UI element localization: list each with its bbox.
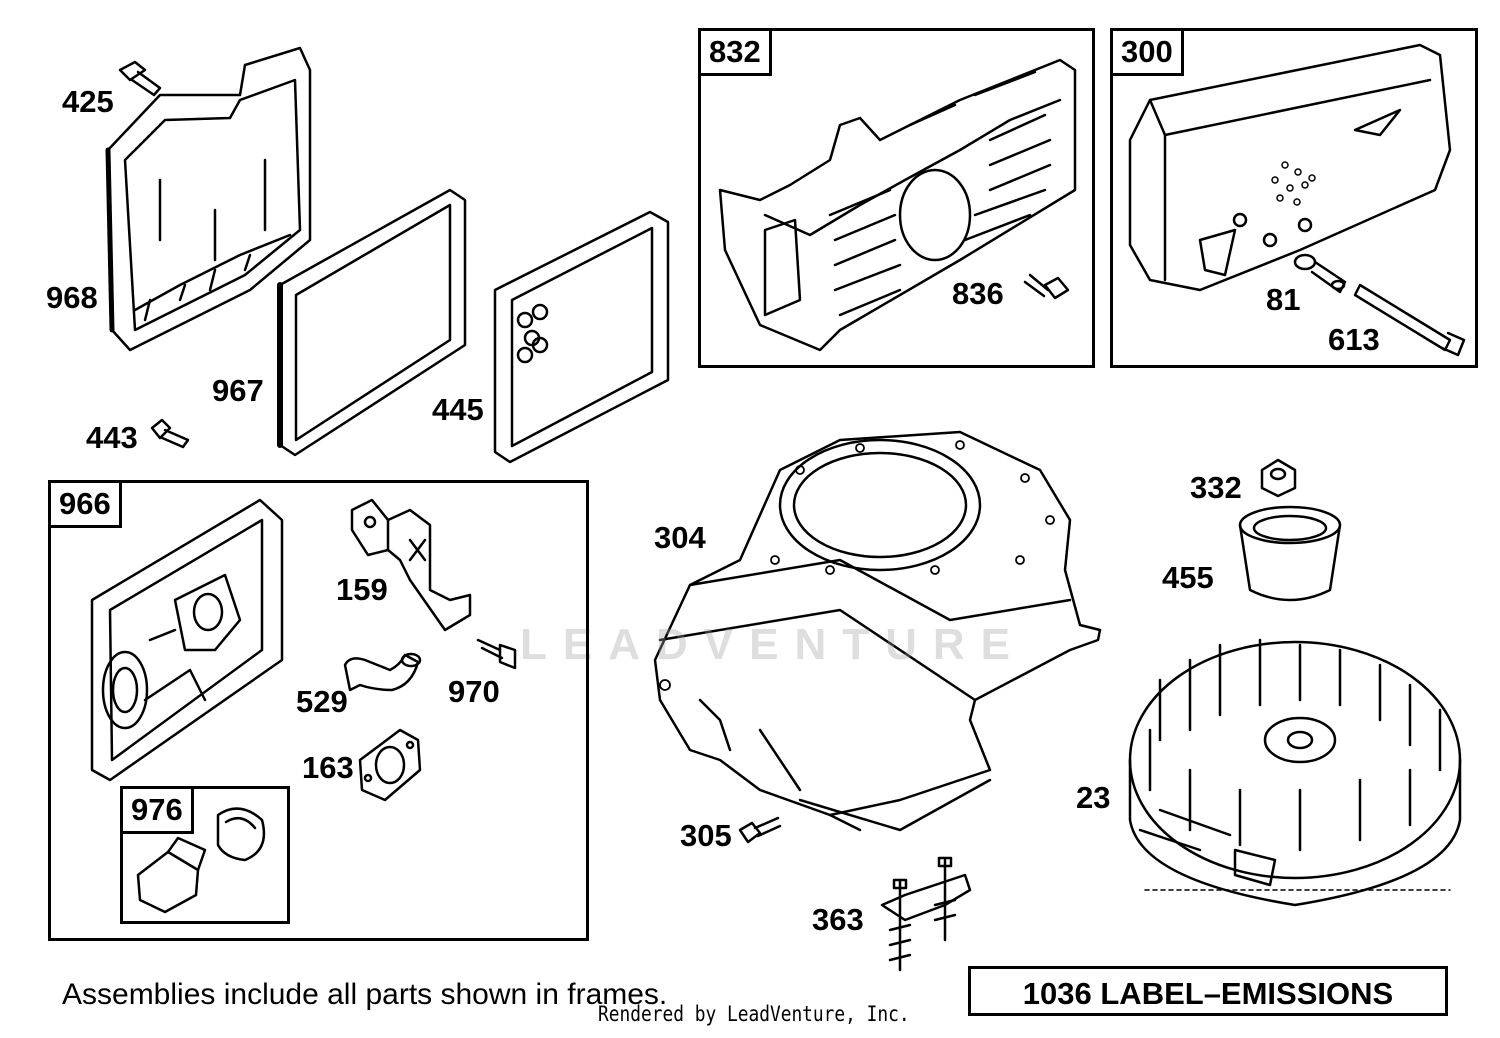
screw-970-drawing	[476, 638, 517, 670]
watermark-text: LEADVENTURE	[520, 620, 1027, 669]
pre-cleaner-445-drawing	[493, 210, 670, 464]
bracket-363-drawing	[880, 856, 972, 972]
frame-tag-976: 976	[120, 786, 194, 834]
carburetor-adapter-966-drawing	[90, 498, 284, 782]
part-number-445: 445	[432, 392, 484, 427]
part-number-970: 970	[448, 674, 500, 709]
frame-300: 300	[1110, 28, 1478, 368]
part-number-305: 305	[680, 818, 732, 853]
screw-836-drawing	[1023, 273, 1070, 300]
elbow-529-drawing	[343, 652, 422, 692]
part-number-163: 163	[302, 750, 354, 785]
frame-832: 832	[698, 28, 1095, 368]
part-number-967: 967	[212, 373, 264, 408]
part-number-529: 529	[296, 684, 348, 719]
frame-tag-966: 966	[48, 480, 122, 528]
air-cleaner-base-968-drawing	[105, 46, 312, 352]
frame-976: 976	[120, 786, 290, 924]
part-number-81: 81	[1266, 282, 1301, 317]
part-number-363: 363	[812, 902, 864, 937]
emissions-label-box: 1036 LABEL–EMISSIONS	[968, 966, 1448, 1016]
gasket-163-drawing	[358, 728, 422, 802]
nut-332-drawing	[1260, 458, 1297, 498]
part-number-304: 304	[654, 520, 706, 555]
part-number-455: 455	[1162, 560, 1214, 595]
part-number-968: 968	[46, 280, 98, 315]
screw-425-drawing	[118, 60, 162, 97]
filter-967-drawing	[277, 188, 467, 457]
bracket-159-drawing	[350, 498, 472, 632]
part-number-332: 332	[1190, 470, 1242, 505]
bolt-613-drawing	[1353, 283, 1466, 357]
part-number-836: 836	[952, 276, 1004, 311]
muffler-guard-832-drawing	[718, 58, 1077, 352]
frame-966: 966	[48, 480, 589, 941]
washer-81-drawing	[1293, 253, 1347, 294]
flywheel-23-drawing	[1128, 638, 1462, 907]
rendered-by-credit: Rendered by LeadVenture, Inc.	[598, 1002, 910, 1026]
blower-housing-304-drawing	[653, 430, 1102, 832]
muffler-300-drawing	[1128, 43, 1452, 292]
part-number-23: 23	[1076, 780, 1111, 815]
part-number-443: 443	[86, 420, 138, 455]
starter-cup-455-drawing	[1238, 505, 1342, 602]
part-number-425: 425	[62, 84, 114, 119]
frame-tag-300: 300	[1110, 28, 1184, 76]
screw-305-drawing	[738, 816, 782, 844]
part-number-159: 159	[336, 572, 388, 607]
assemblies-footnote: Assemblies include all parts shown in fr…	[62, 978, 668, 1011]
part-number-613: 613	[1328, 322, 1380, 357]
screw-443-drawing	[150, 418, 190, 449]
frame-tag-832: 832	[698, 28, 772, 76]
fuel-filter-976-drawing	[136, 807, 266, 914]
